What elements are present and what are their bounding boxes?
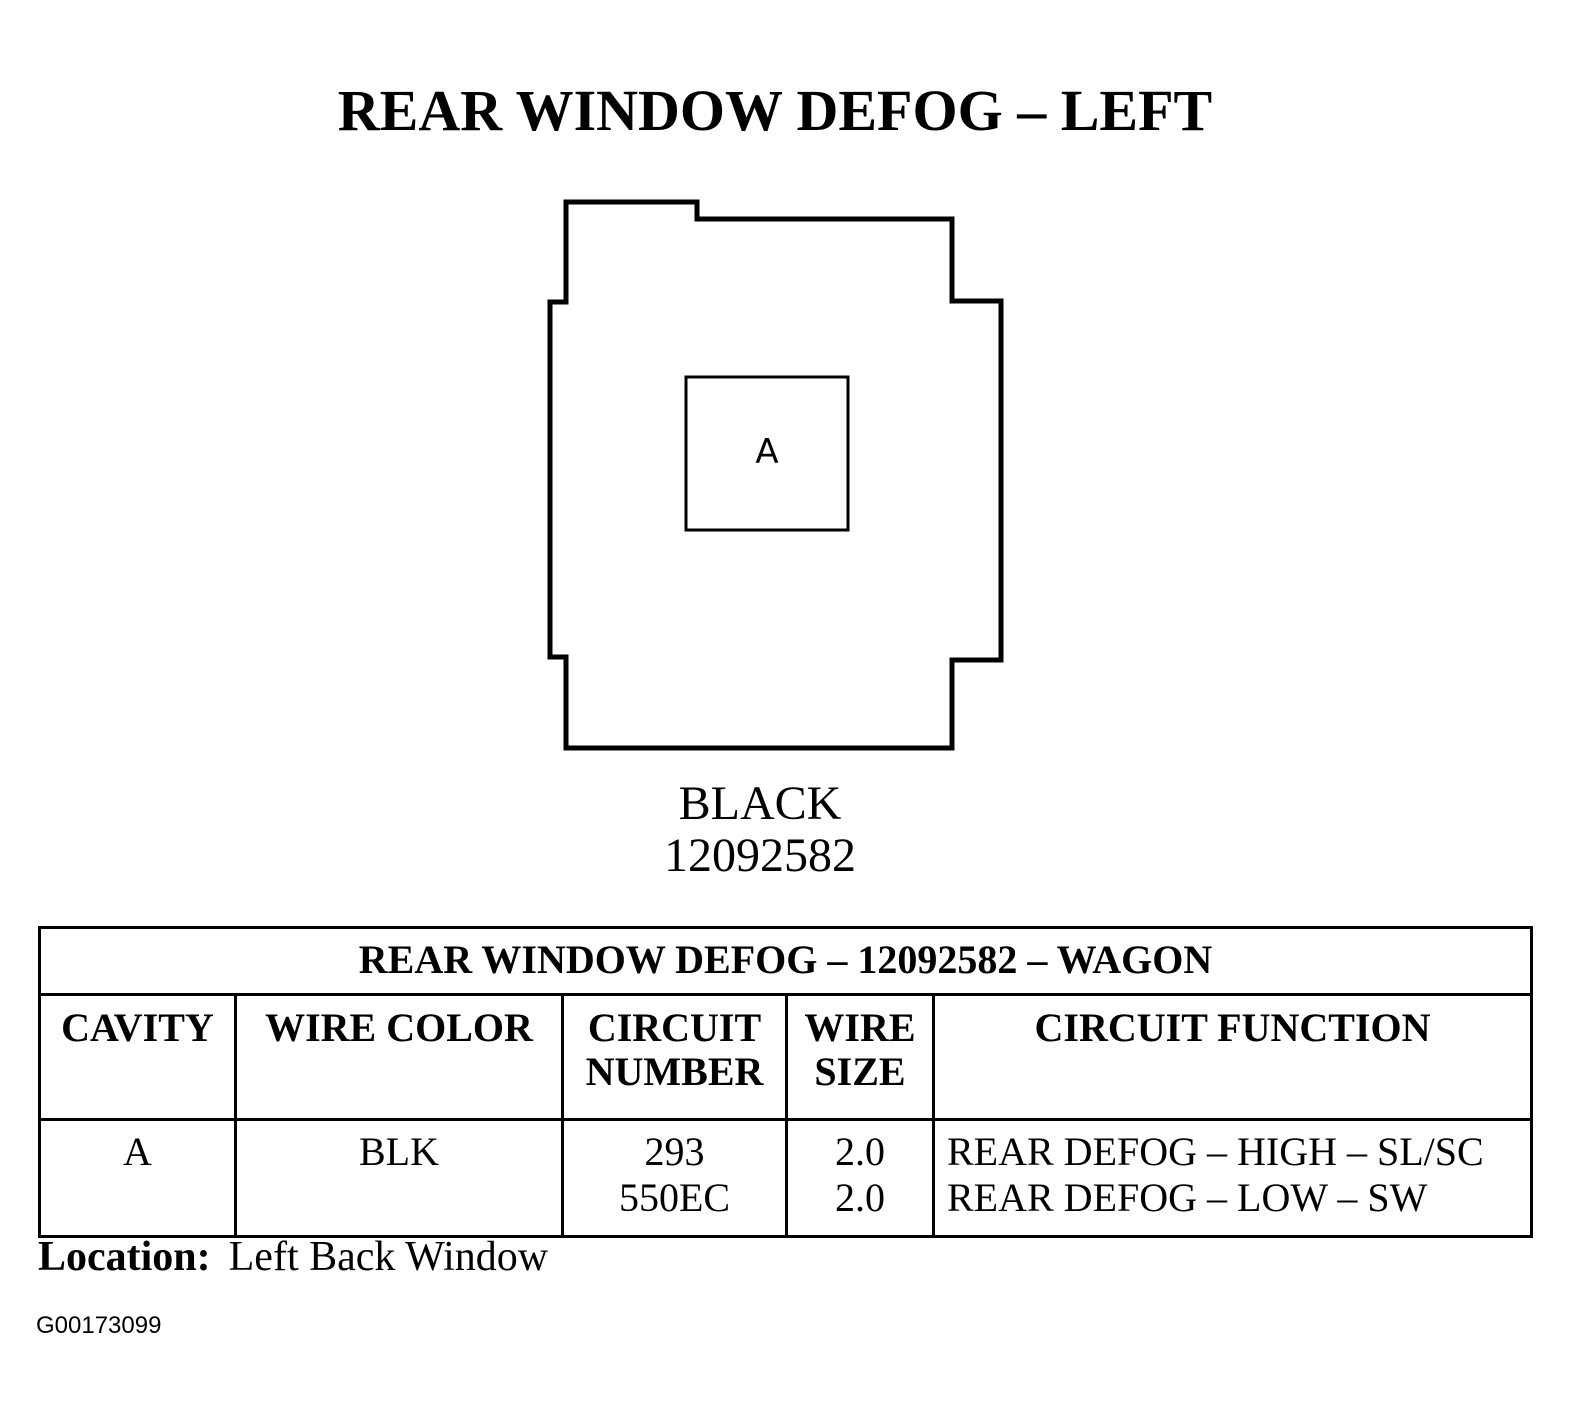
header-circuit-number-line2: NUMBER [585, 1049, 764, 1094]
table-header-row: CAVITY WIRE COLOR CIRCUIT NUMBER WIRE SI… [38, 993, 1534, 1121]
header-cavity-text: CAVITY [61, 1005, 214, 1050]
wire-color-value: BLK [359, 1129, 439, 1174]
cavity-a-label: A [755, 432, 778, 472]
header-cavity: CAVITY [38, 993, 237, 1121]
connector-face-diagram: A [547, 199, 1004, 751]
table-caption: REAR WINDOW DEFOG – 12092582 – WAGON [37, 926, 1534, 996]
header-wire-color-text: WIRE COLOR [265, 1005, 533, 1050]
wire-size-value: 2.0 [835, 1129, 885, 1174]
location-value: Left Back Window [228, 1234, 549, 1280]
header-wire-size-line1: WIRE [804, 1005, 916, 1050]
header-circuit-number-line1: CIRCUIT [587, 1005, 762, 1050]
location-label: Location: [38, 1234, 211, 1280]
cell-circuit-number: 293 550EC [561, 1118, 788, 1238]
cell-wire-size: 2.0 2.0 [785, 1118, 935, 1238]
diagram-title: REAR WINDOW DEFOG – LEFT [337, 78, 1213, 143]
connector-part-number: 12092582 [664, 829, 856, 882]
pinout-table: REAR WINDOW DEFOG – 12092582 – WAGON CAV… [37, 926, 1534, 1238]
cell-circuit-function: REAR DEFOG – HIGH – SL/SC REAR DEFOG – L… [931, 1118, 1534, 1238]
circuit-number-value: 550EC [618, 1175, 731, 1220]
header-circuit-function-text: CIRCUIT FUNCTION [1034, 1005, 1431, 1050]
connector-color: BLACK [678, 777, 842, 830]
cavity-a-box [684, 375, 850, 532]
figure-code: G00173099 [36, 1312, 162, 1339]
header-circuit-function: CIRCUIT FUNCTION [931, 993, 1534, 1121]
location-note: Location: Left Back Window [38, 1232, 548, 1282]
cell-wire-color: BLK [234, 1118, 564, 1238]
cavity-value: A [123, 1129, 152, 1174]
header-wire-size-line2: SIZE [814, 1049, 906, 1094]
header-circuit-number: CIRCUIT NUMBER [561, 993, 788, 1121]
circuit-function-value: REAR DEFOG – LOW – SW [947, 1175, 1428, 1220]
table-row: A BLK 293 550EC 2.0 2.0 REAR DEFOG – HIG… [38, 1118, 1534, 1238]
table-caption-row: REAR WINDOW DEFOG – 12092582 – WAGON [37, 926, 1534, 996]
cell-cavity: A [38, 1118, 237, 1238]
header-wire-color: WIRE COLOR [234, 993, 564, 1121]
circuit-function-value: REAR DEFOG – HIGH – SL/SC [947, 1129, 1484, 1174]
wire-size-value: 2.0 [835, 1175, 885, 1220]
header-wire-size: WIRE SIZE [785, 993, 935, 1121]
circuit-number-value: 293 [644, 1129, 705, 1174]
